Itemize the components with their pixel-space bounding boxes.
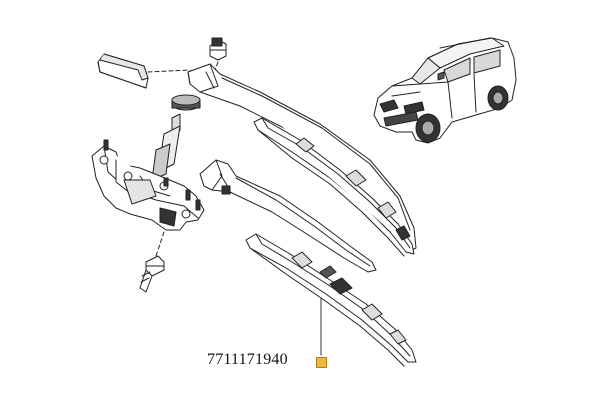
wiper-blade-upper — [253, 117, 415, 257]
car-illustration — [373, 37, 517, 144]
leader-line-bolt — [155, 231, 165, 257]
arm-end-cap — [97, 53, 149, 89]
part-number-label: 7711171940 — [207, 351, 288, 368]
nut-small — [209, 37, 227, 61]
bolt — [139, 255, 165, 293]
grommet — [171, 94, 201, 111]
wiper-arm-lower — [199, 159, 377, 273]
leader-line-cap — [147, 69, 191, 73]
part-marker-icon[interactable] — [316, 357, 327, 368]
wiper-blade-lower — [245, 233, 417, 367]
wiper-motor — [91, 113, 205, 231]
